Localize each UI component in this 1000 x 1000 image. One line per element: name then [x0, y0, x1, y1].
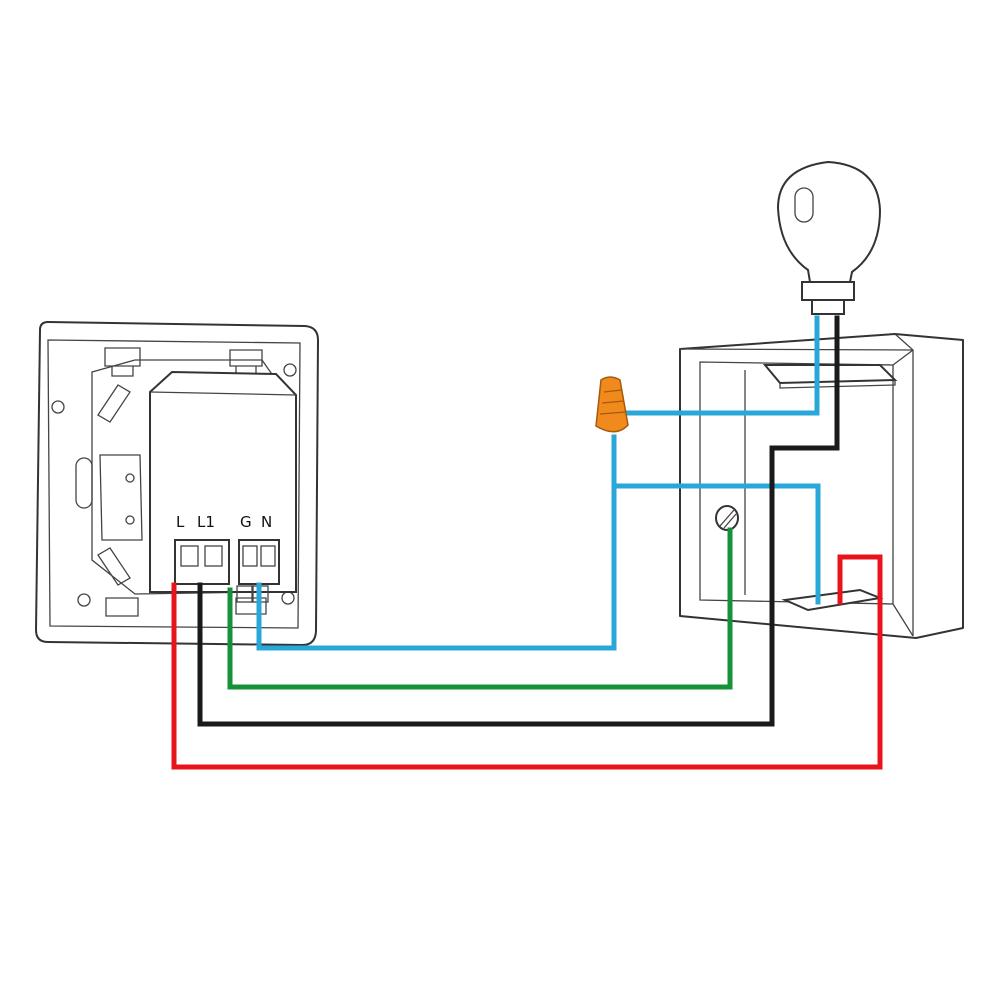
terminal-label-g: G — [240, 513, 252, 531]
neutral-wire — [256, 483, 821, 651]
terminal-label-l: L — [176, 513, 185, 531]
ground-screw-icon — [715, 505, 739, 531]
terminal-label-n: N — [261, 513, 272, 531]
ground-wire — [227, 527, 733, 690]
light-bulb-icon — [776, 160, 882, 315]
neutral-lamp-wire — [619, 315, 820, 416]
live-input-wire — [171, 554, 883, 770]
wall-switch-icon — [35, 321, 319, 646]
terminal-label-l1: L1 — [197, 513, 215, 531]
switched-live-wire — [197, 315, 840, 727]
wire-nut-icon — [595, 376, 629, 433]
